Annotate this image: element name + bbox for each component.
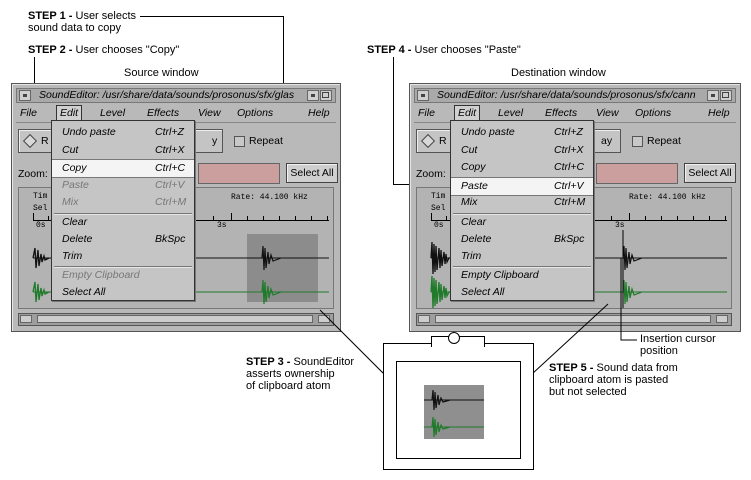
destination-titlebar[interactable]: SoundEditor: /usr/share/data/sounds/pros…	[414, 88, 736, 103]
clipboard-sheet	[396, 361, 521, 459]
menu-options[interactable]: Options	[237, 107, 274, 119]
menu-item-empty-clipboard[interactable]: Empty Clipboard	[461, 269, 539, 281]
step3-label-line2: asserts ownership	[246, 368, 335, 380]
menu-item-trim[interactable]: Trim	[62, 250, 83, 262]
step3-label-line3: of clipboard atom	[246, 380, 331, 392]
rate-readout: Rate: 44.100 kHz	[231, 193, 308, 202]
clipboard-waveform	[424, 389, 484, 438]
minimize-icon[interactable]	[307, 90, 319, 101]
destination-title: SoundEditor: /usr/share/data/sounds/pros…	[437, 89, 696, 101]
step2-label: STEP 2 - User chooses "Copy"	[28, 44, 180, 56]
repeat-label: Repeat	[647, 135, 681, 147]
clipboard-sound-data	[424, 385, 484, 439]
step1-leader-horizontal	[140, 16, 283, 17]
destination-window-label: Destination window	[511, 67, 606, 79]
step4-label: STEP 4 - User chooses "Paste"	[367, 44, 521, 56]
window-menu-icon[interactable]	[19, 90, 31, 101]
ruler-label-3s: 3s	[615, 221, 625, 230]
clipboard-ring-icon	[448, 332, 460, 344]
step3-label: STEP 3 - SoundEditor	[246, 356, 355, 368]
step5-label-line3: but not selected	[549, 386, 627, 398]
play-button-label-tail: ay	[601, 135, 613, 147]
insertion-cursor-label: Insertion cursor	[640, 333, 716, 345]
menu-item-select-all[interactable]: Select All	[62, 286, 106, 298]
horizontal-scrollbar[interactable]	[18, 313, 334, 326]
scroll-thumb[interactable]	[435, 315, 711, 323]
menu-view[interactable]: View	[198, 107, 221, 119]
ruler-label-0s: 0s	[36, 221, 46, 230]
step5-label-line2: clipboard atom is pasted	[549, 374, 669, 386]
insertion-cursor-label-line2: position	[640, 345, 678, 357]
source-titlebar[interactable]: SoundEditor: /usr/share/data/sounds/pros…	[16, 88, 336, 103]
step1-label: STEP 1 - User selects	[28, 10, 137, 22]
selection-readout: Sel	[431, 204, 446, 213]
menu-help[interactable]: Help	[708, 107, 730, 119]
selection-readout: Sel	[33, 204, 48, 213]
repeat-checkbox[interactable]	[234, 136, 245, 147]
ruler-label-0s: 0s	[434, 221, 444, 230]
sound-selection-region[interactable]	[247, 234, 318, 302]
menu-file[interactable]: File	[418, 107, 435, 119]
scroll-right-arrow[interactable]	[716, 315, 728, 323]
menu-effects[interactable]: Effects	[545, 107, 578, 119]
menu-file[interactable]: File	[20, 107, 37, 119]
step4-leader-vertical	[393, 57, 394, 184]
zoom-field[interactable]	[198, 163, 280, 184]
rate-readout: Rate: 44.100 kHz	[629, 193, 706, 202]
maximize-icon[interactable]	[320, 90, 332, 101]
select-all-button[interactable]: Select All	[286, 163, 338, 183]
source-title: SoundEditor: /usr/share/data/sounds/pros…	[39, 89, 295, 101]
repeat-checkbox[interactable]	[632, 136, 643, 147]
menu-item-clear[interactable]: Clear	[62, 216, 88, 228]
minimize-icon[interactable]	[707, 90, 719, 101]
clipboard	[383, 332, 534, 470]
menu-options[interactable]: Options	[635, 107, 672, 119]
menu-view[interactable]: View	[596, 107, 619, 119]
zoom-field[interactable]	[596, 163, 678, 184]
play-button-label: R	[439, 135, 447, 147]
menu-level[interactable]: Level	[100, 107, 126, 119]
repeat-label: Repeat	[249, 135, 283, 147]
step1-label-line2: sound data to copy	[28, 22, 121, 34]
zoom-label: Zoom:	[416, 168, 446, 180]
menu-edit[interactable]: Edit	[56, 105, 83, 121]
select-all-button[interactable]: Select All	[684, 163, 736, 183]
time-readout: Tim	[33, 192, 48, 201]
menu-item-empty-clipboard[interactable]: Empty Clipboard	[62, 269, 140, 281]
scroll-left-arrow[interactable]	[418, 315, 430, 323]
step5-label: STEP 5 - Sound data from	[549, 362, 678, 374]
play-button-label-tail: y	[212, 135, 218, 147]
play-button-label: R	[41, 135, 49, 147]
time-readout: Tim	[431, 192, 446, 201]
menu-item-trim[interactable]: Trim	[461, 250, 482, 262]
menu-item-clear[interactable]: Clear	[461, 216, 487, 228]
source-window-label: Source window	[124, 67, 199, 79]
horizontal-scrollbar[interactable]	[416, 313, 732, 326]
menu-item-select-all[interactable]: Select All	[461, 286, 505, 298]
ruler-label-3s: 3s	[217, 221, 227, 230]
maximize-icon[interactable]	[720, 90, 732, 101]
scroll-left-arrow[interactable]	[20, 315, 32, 323]
menu-level[interactable]: Level	[498, 107, 524, 119]
zoom-label: Zoom:	[18, 168, 48, 180]
menu-effects[interactable]: Effects	[147, 107, 180, 119]
window-menu-icon[interactable]	[417, 90, 429, 101]
scroll-thumb[interactable]	[37, 315, 313, 323]
menu-help[interactable]: Help	[308, 107, 330, 119]
